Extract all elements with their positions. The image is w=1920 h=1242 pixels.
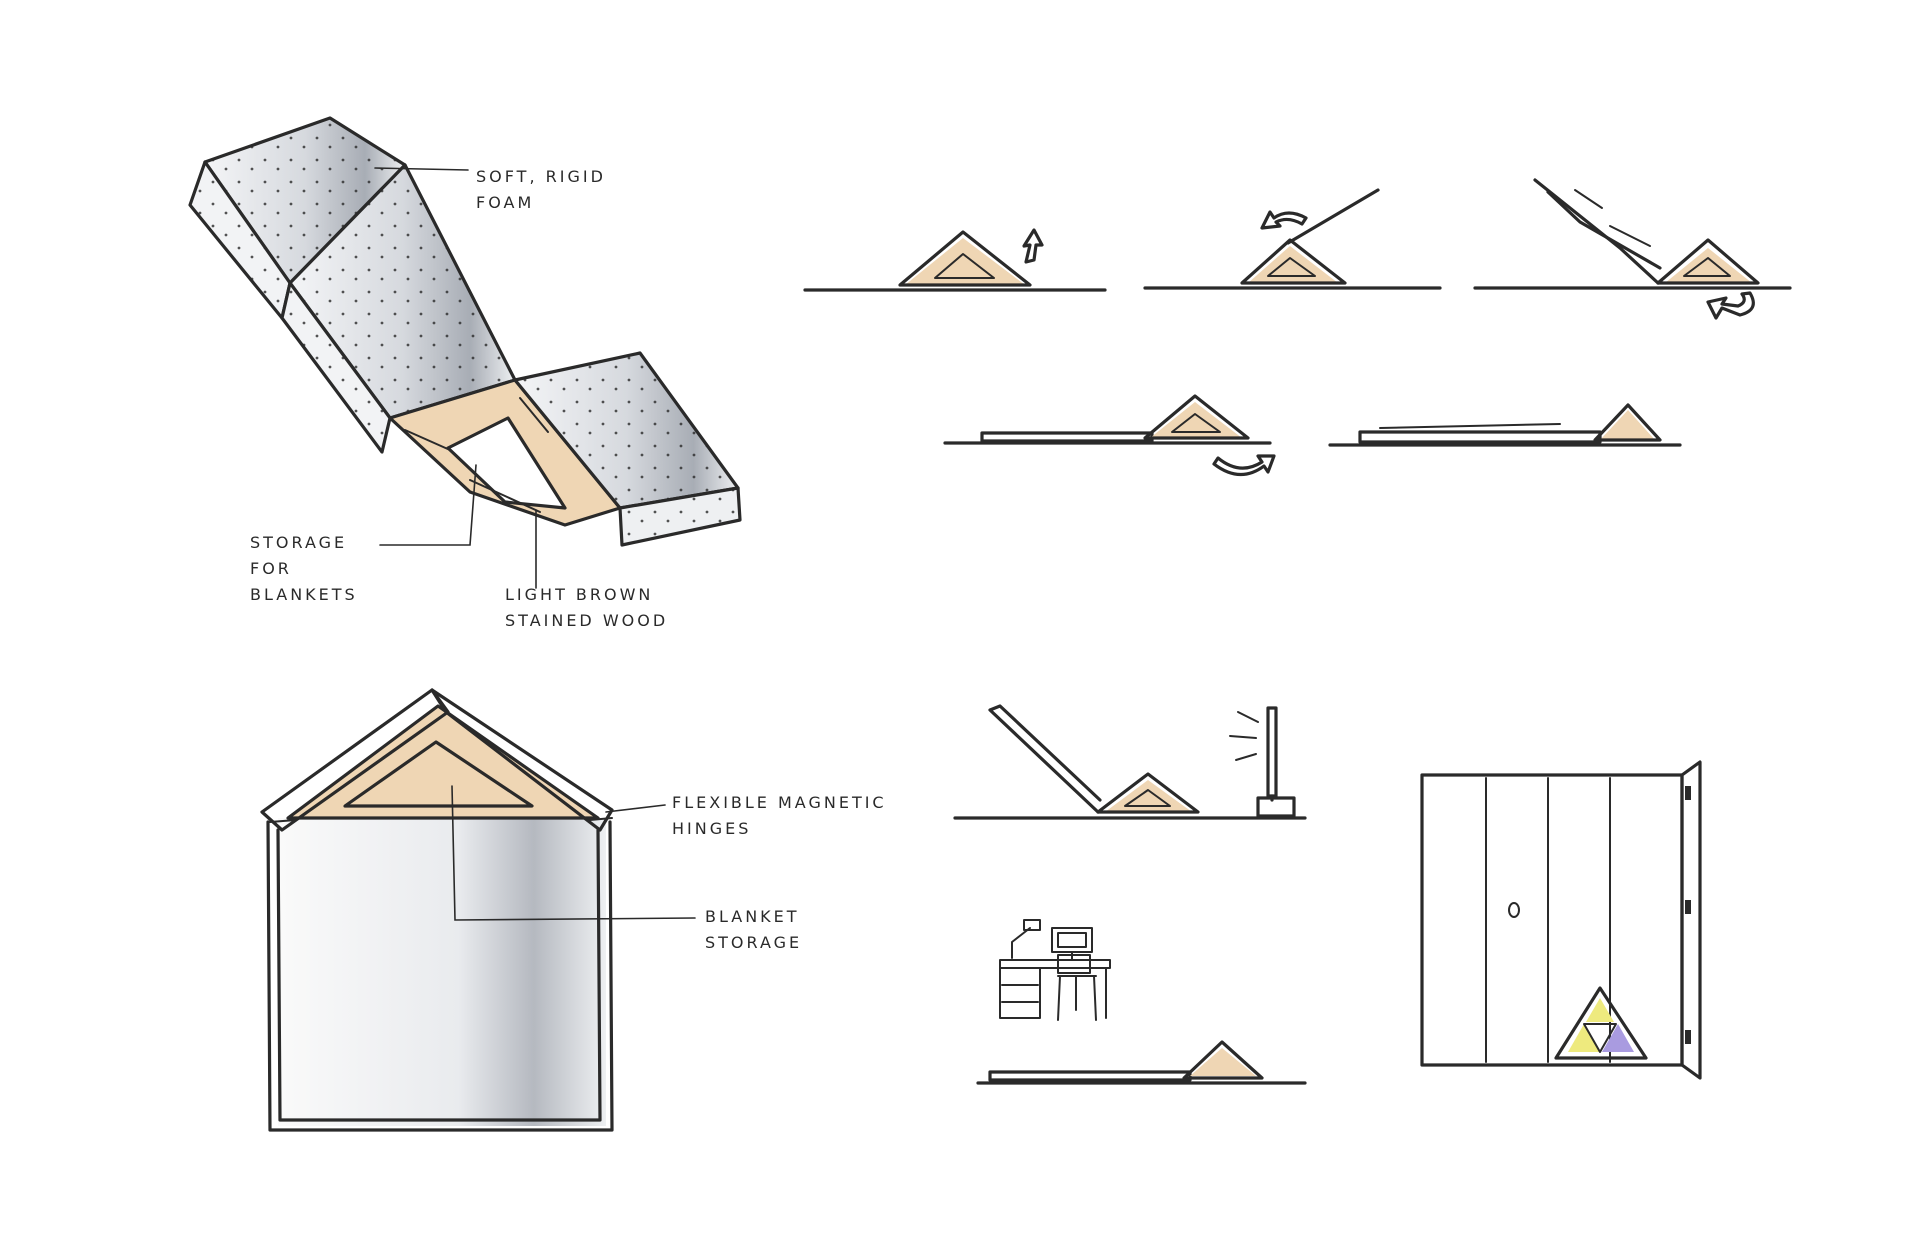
fold-step-5 xyxy=(1330,405,1680,445)
hinges-label: FLEXIBLE MAGNETICHINGES xyxy=(672,793,887,838)
lounger-perspective-sketch xyxy=(190,118,740,545)
hinges-leader-line xyxy=(606,805,665,812)
rotate-arrow-icon xyxy=(1262,212,1306,228)
rotate-arrow-icon xyxy=(1214,456,1274,475)
fold-step-4 xyxy=(945,396,1274,475)
rotate-arrow-icon xyxy=(1024,230,1042,262)
rotate-arrow-icon xyxy=(1708,293,1753,318)
tv-icon xyxy=(1230,708,1294,816)
desk-icon xyxy=(1000,960,1110,1018)
lamp-icon xyxy=(1012,920,1040,958)
foam-label: SOFT, RIGIDFOAM xyxy=(476,167,606,212)
fold-step-3 xyxy=(1475,180,1790,318)
tv-viewing-scene xyxy=(955,706,1305,818)
fold-step-1 xyxy=(805,230,1105,290)
fold-step-2 xyxy=(1145,190,1440,288)
storage-label: STORAGEFORBLANKETS xyxy=(250,533,358,604)
stored-triangle-stack xyxy=(1556,988,1646,1058)
wood-label: LIGHT BROWNSTAINED WOOD xyxy=(505,585,668,630)
folding-sequence xyxy=(805,180,1790,475)
room-desk-scene xyxy=(978,920,1305,1083)
blanket-storage-label: BLANKETSTORAGE xyxy=(705,907,802,952)
door-knob-icon xyxy=(1509,903,1519,917)
house-front-view xyxy=(262,690,612,1130)
closet-storage-view xyxy=(1422,762,1700,1078)
chair-icon xyxy=(1058,955,1096,1020)
